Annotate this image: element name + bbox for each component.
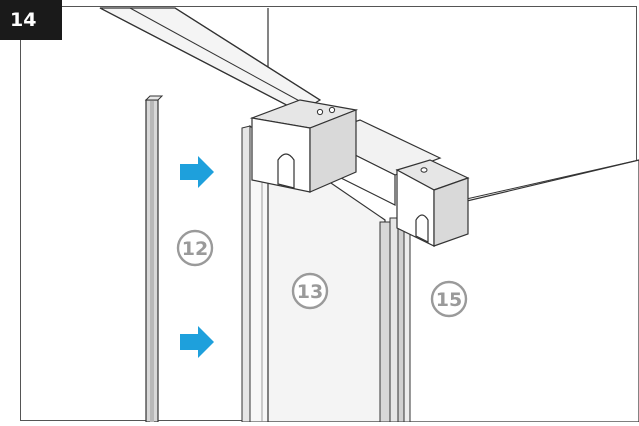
part-callout-15: 15 [430,280,468,318]
part-callout-13: 13 [291,272,329,310]
arrow-right-icon [180,326,214,358]
left-profile [144,95,164,423]
part-number-15: 15 [436,289,462,311]
left-clamp [249,99,359,193]
stabilizer-bar [99,7,322,113]
arrow-right-icon [180,156,214,188]
part-callout-12: 12 [176,229,214,267]
middle-glass-panel [241,124,386,423]
part-number-12: 12 [182,238,208,260]
right-clamp [395,159,470,247]
part-number-13: 13 [297,281,323,303]
step-number-badge: 14 [0,0,62,40]
joint-profiles [379,214,411,423]
